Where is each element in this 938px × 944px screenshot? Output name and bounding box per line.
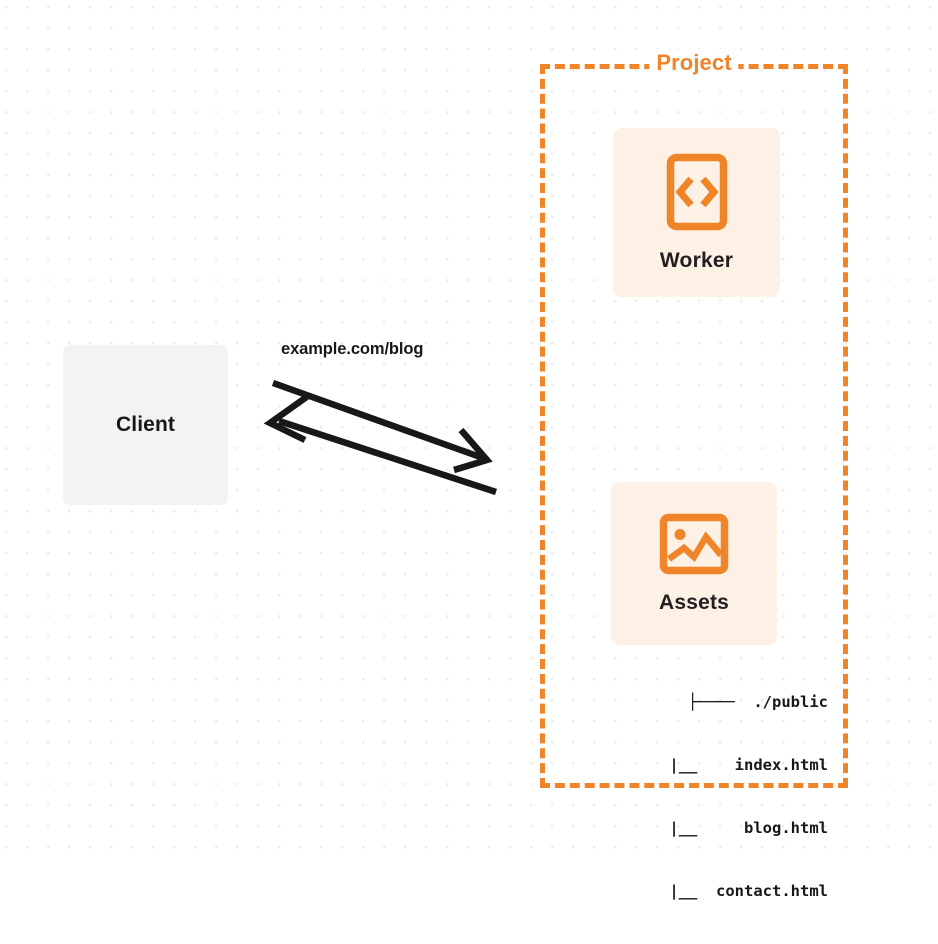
client-node-label: Client [116,413,175,436]
file-tree-row-root: ├──── ./public [688,693,828,711]
file-tree-row-blog: |__ blog.html [669,819,828,837]
file-tree-row-index: |__ index.html [669,756,828,774]
assets-node-label: Assets [658,590,730,614]
response-arrow-icon [263,393,498,496]
diagram-canvas: Client example.com/blog Project [0,0,938,900]
project-group: Project Worker Assets [540,49,848,900]
client-node[interactable]: Client [63,345,228,505]
image-picture-icon [659,513,729,575]
worker-node-label: Worker [659,248,734,272]
assets-node[interactable]: Assets [611,482,777,645]
request-arrow-icon [271,379,493,474]
project-group-label: Project [649,49,739,77]
connector-arrows [263,379,498,496]
code-brackets-icon [666,153,728,231]
connection-label: example.com/blog [281,340,424,358]
file-tree-row-contact: |__ contact.html [669,882,828,900]
assets-file-tree: ├──── ./public |__ index.html |__ blog.h… [578,650,828,944]
worker-node[interactable]: Worker [613,128,780,297]
